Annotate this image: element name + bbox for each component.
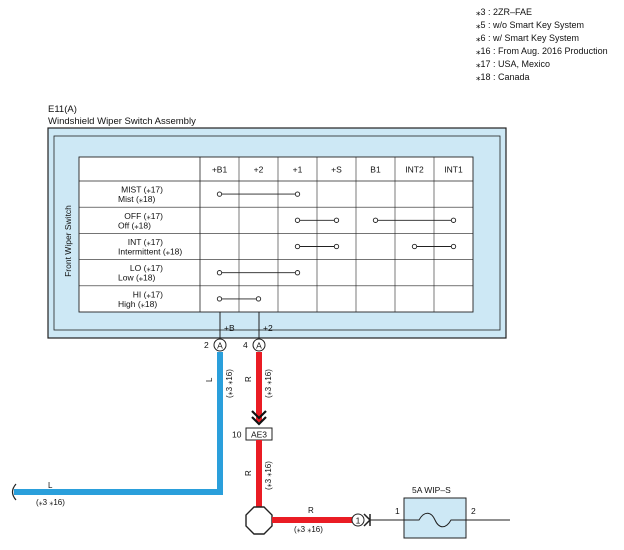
side-label: Front Wiper Switch xyxy=(63,205,73,277)
component-name: Windshield Wiper Switch Assembly xyxy=(48,116,196,127)
note-line: ⁎18 : Canada xyxy=(476,71,530,82)
continuity-dot xyxy=(294,243,301,250)
row-label: LO (⁎17) xyxy=(130,263,163,273)
wire-note: (⁎3 ⁎16) xyxy=(36,498,65,507)
switch-assembly-inner-box xyxy=(53,135,501,331)
connector-circle xyxy=(351,513,365,527)
fuse-pin: 1 xyxy=(395,506,400,516)
column-header: +S xyxy=(331,165,342,175)
junction-pin: 10 xyxy=(232,430,242,440)
wire-note: (⁎3 ⁎16) xyxy=(294,525,323,534)
fuse-box xyxy=(403,497,467,539)
terminal-name: +2 xyxy=(263,323,273,333)
continuity-dot xyxy=(294,217,301,223)
connector-a-circle xyxy=(252,338,266,352)
row-sublabel: Low (⁎18) xyxy=(118,273,155,283)
fuse-name: 5A WIP–S xyxy=(412,485,451,495)
continuity-dot xyxy=(450,243,457,250)
wire-color-label: L xyxy=(48,481,53,490)
note-line: ⁎3 : 2ZR–FAE xyxy=(476,7,533,17)
option-notes: ⁎3 : 2ZR–FAE ⁎5 : w/o Smart Key System ⁎… xyxy=(476,6,608,83)
connector-letter: A xyxy=(217,341,223,351)
row-label: OFF (⁎17) xyxy=(124,211,163,221)
row-label: MIST (⁎17) xyxy=(121,185,163,195)
row-sublabel: Intermittent (⁎18) xyxy=(118,247,182,257)
continuity-dot xyxy=(216,191,223,197)
wire-color-label: R xyxy=(308,506,314,515)
wire-note: (⁎3 ⁎16) xyxy=(264,369,273,398)
continuity-dot xyxy=(333,217,340,223)
column-header: +2 xyxy=(254,165,264,175)
continuity-dot xyxy=(216,270,223,276)
table-border xyxy=(78,156,474,313)
note-line: ⁎17 : USA, Mexico xyxy=(476,58,551,69)
pin-number: 4 xyxy=(243,340,248,350)
wire-break-mark xyxy=(11,483,17,501)
continuity-dot xyxy=(294,191,301,197)
connector-letter: A xyxy=(256,341,262,351)
row-label: INT (⁎17) xyxy=(128,237,163,247)
column-header: B1 xyxy=(370,165,381,175)
connector-number: 1 xyxy=(356,516,361,526)
note-line: ⁎5 : w/o Smart Key System xyxy=(476,19,585,30)
continuity-dot xyxy=(255,296,262,302)
note-line: ⁎6 : w/ Smart Key System xyxy=(476,32,580,43)
column-header: +B1 xyxy=(212,165,228,175)
chevron-down-icon xyxy=(251,410,267,426)
row-sublabel: Mist (⁎18) xyxy=(118,194,155,204)
plug-arrow-icon xyxy=(363,513,372,527)
fuse-icon xyxy=(404,512,466,528)
continuity-dot xyxy=(411,243,418,250)
row-sublabel: High (⁎18) xyxy=(118,299,157,309)
row-sublabel: Off (⁎18) xyxy=(118,220,151,230)
continuity-dot xyxy=(333,243,340,250)
wire-color-label: R xyxy=(244,470,253,476)
note-line: ⁎16 : From Aug. 2016 Production xyxy=(476,45,608,56)
component-code: E11(A) xyxy=(48,104,77,115)
junction-name: AE3 xyxy=(251,430,267,440)
terminal-name: +B xyxy=(224,323,235,333)
column-header: +1 xyxy=(293,165,303,175)
wire-note: (⁎3 ⁎16) xyxy=(264,461,273,490)
fuse-pin: 2 xyxy=(471,506,476,516)
wire-note: (⁎3 ⁎16) xyxy=(225,369,234,398)
continuity-dot xyxy=(216,296,223,302)
pin-number: 2 xyxy=(204,340,209,350)
blue-wire xyxy=(14,352,223,495)
row-label: HI (⁎17) xyxy=(133,289,163,299)
wire-color-label: L xyxy=(205,377,214,382)
splice-point-octagon xyxy=(245,506,273,535)
column-header: INT2 xyxy=(405,165,424,175)
continuity-dot xyxy=(294,270,301,276)
continuity-dot xyxy=(450,217,457,223)
column-header: INT1 xyxy=(444,165,463,175)
connector-a-circle xyxy=(213,338,227,352)
wire-color-label: R xyxy=(244,376,253,382)
continuity-dot xyxy=(372,217,379,223)
